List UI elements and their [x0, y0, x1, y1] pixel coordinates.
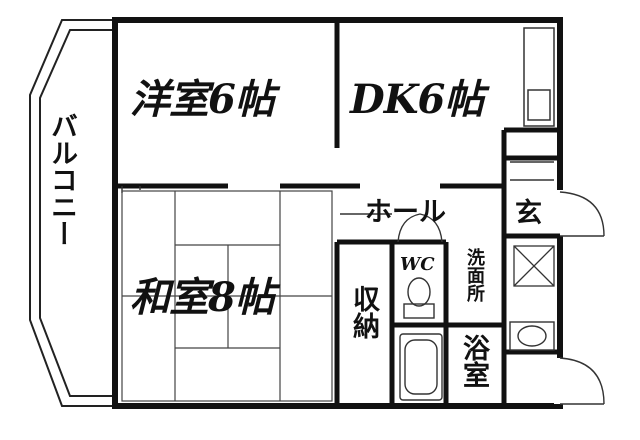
tatami-mats — [121, 190, 333, 402]
japanese-room-label: 和室8帖 — [130, 274, 275, 321]
balcony-outline — [29, 19, 115, 407]
dk-label: DK6帖 — [350, 76, 484, 123]
side-door-opening — [554, 358, 566, 404]
washroom-label: 洗面所 — [464, 248, 485, 302]
hall-label: ホール — [365, 197, 446, 228]
wc-label: WC — [400, 254, 435, 275]
balcony-label: バルコニー — [46, 112, 77, 247]
wash-basin — [509, 321, 555, 351]
entrance-label: 玄 — [515, 198, 542, 229]
bathtub — [399, 333, 443, 401]
toilet — [403, 277, 435, 319]
door-swings — [121, 186, 605, 405]
interior-walls — [118, 20, 560, 406]
storage-label: 収納 — [348, 285, 379, 339]
bathroom-label: 浴室 — [458, 334, 489, 388]
kitchen-counter — [510, 27, 555, 181]
western-room-label: 洋室6帖 — [130, 76, 275, 123]
entrance-opening — [554, 190, 566, 236]
shoe-cabinet — [513, 245, 555, 287]
